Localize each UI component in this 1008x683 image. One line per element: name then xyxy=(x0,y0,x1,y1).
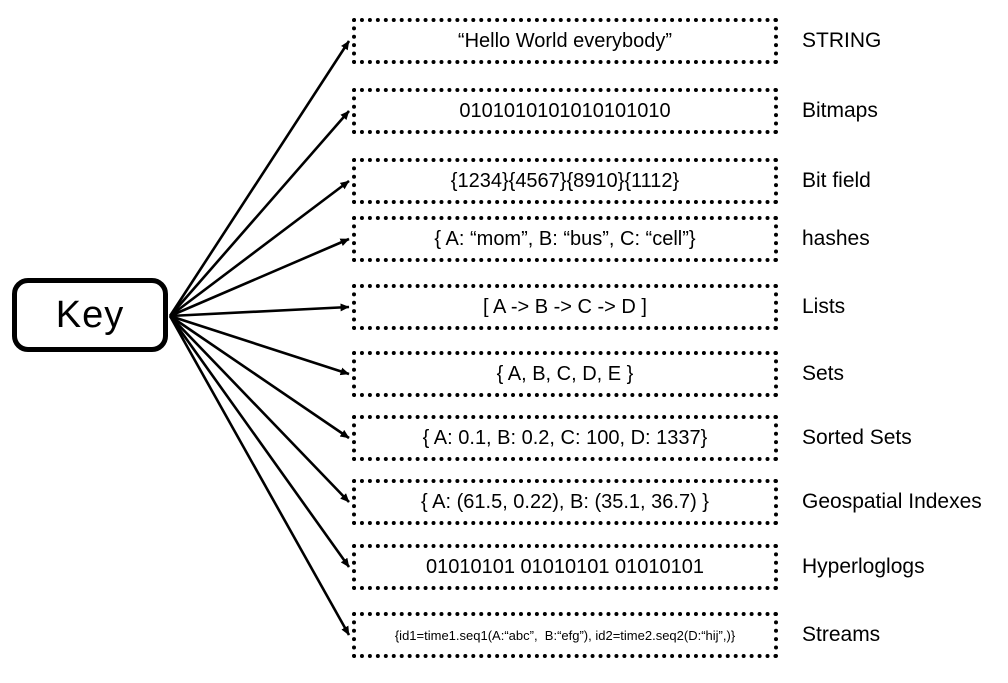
value-box: 0101010101010101010 xyxy=(352,88,778,134)
value-text: { A, B, C, D, E } xyxy=(496,362,634,385)
datatype-row: { A, B, C, D, E } Sets xyxy=(0,351,1008,397)
type-label: STRING xyxy=(802,29,882,52)
type-label: Sets xyxy=(802,362,845,385)
value-text: 01010101 01010101 01010101 xyxy=(425,555,705,578)
key-node: Key xyxy=(12,278,168,352)
type-label: Geospatial Indexes xyxy=(802,490,982,513)
datatype-row: 0101010101010101010 Bitmaps xyxy=(0,88,1008,134)
value-text: { A: “mom”, B: “bus”, C: “cell”} xyxy=(434,227,696,250)
value-box: { A: 0.1, B: 0.2, C: 100, D: 1337} xyxy=(352,415,778,461)
datatype-row: “Hello World everybody” STRING xyxy=(0,18,1008,64)
value-box: “Hello World everybody” xyxy=(352,18,778,64)
datatype-row: { A: “mom”, B: “bus”, C: “cell”} hashes xyxy=(0,216,1008,262)
value-text: “Hello World everybody” xyxy=(457,29,673,52)
value-text: 0101010101010101010 xyxy=(459,99,671,122)
value-box: [ A -> B -> C -> D ] xyxy=(352,284,778,330)
value-text: { A: 0.1, B: 0.2, C: 100, D: 1337} xyxy=(422,426,708,449)
type-label: Lists xyxy=(802,295,846,318)
datatype-row: { A: (61.5, 0.22), B: (35.1, 36.7) } Geo… xyxy=(0,479,1008,525)
value-box: {1234}{4567}{8910}{1112} xyxy=(352,158,778,204)
type-label: Sorted Sets xyxy=(802,426,912,449)
value-text: {1234}{4567}{8910}{1112} xyxy=(450,169,680,192)
value-box: { A: “mom”, B: “bus”, C: “cell”} xyxy=(352,216,778,262)
type-label: Bit field xyxy=(802,169,871,192)
value-text: { A: (61.5, 0.22), B: (35.1, 36.7) } xyxy=(421,490,709,513)
key-to-geospatial-indexes-arrow xyxy=(169,315,350,503)
datatype-row: {id1=time1.seq1(A:“abc”, B:“efg”), id2=t… xyxy=(0,612,1008,658)
type-label: Bitmaps xyxy=(802,99,878,122)
value-box: { A: (61.5, 0.22), B: (35.1, 36.7) } xyxy=(352,479,778,525)
datatype-row: { A: 0.1, B: 0.2, C: 100, D: 1337} Sorte… xyxy=(0,415,1008,461)
datatype-row: [ A -> B -> C -> D ] Lists xyxy=(0,284,1008,330)
value-box: { A, B, C, D, E } xyxy=(352,351,778,397)
datatype-row: {1234}{4567}{8910}{1112} Bit field xyxy=(0,158,1008,204)
key-label: Key xyxy=(55,293,125,336)
type-label: Streams xyxy=(802,623,881,646)
type-label: Hyperloglogs xyxy=(802,555,925,578)
value-text: {id1=time1.seq1(A:“abc”, B:“efg”), id2=t… xyxy=(394,627,736,643)
type-label: hashes xyxy=(802,227,870,250)
value-box: {id1=time1.seq1(A:“abc”, B:“efg”), id2=t… xyxy=(352,612,778,658)
datatype-row: 01010101 01010101 01010101 Hyperloglogs xyxy=(0,544,1008,590)
value-text: [ A -> B -> C -> D ] xyxy=(483,295,647,318)
value-box: 01010101 01010101 01010101 xyxy=(352,544,778,590)
